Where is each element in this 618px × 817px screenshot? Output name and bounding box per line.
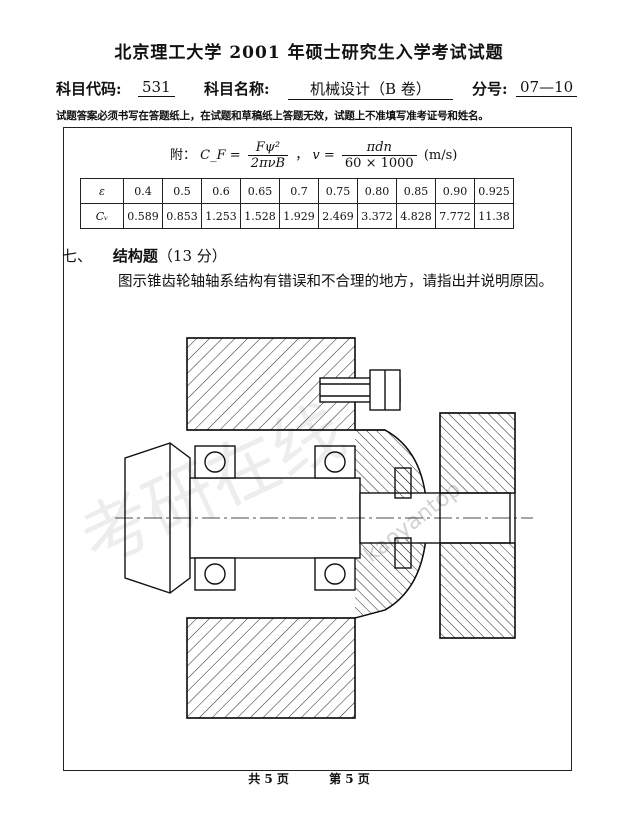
table-cell: 0.7 [279,178,319,204]
table-cell: 0.80 [357,178,397,204]
v-unit: (m/s) [423,148,458,163]
table-cell: 1.929 [279,203,319,229]
question-score: （13 分） [157,247,227,265]
left-bearing-top [194,445,236,479]
exam-notice: 试题答案必须书写在答题纸上，在试题和草稿纸上答题无效，试题上不准填写准考证号和姓… [56,110,489,122]
table-cell: 0.6 [201,178,241,204]
question-7-text: 图示锥齿轮轴轴系结构有错误和不合理的地方，请指出并说明原因。 [118,274,553,290]
exam-title: 北京理工大学 2001 年硕士研究生入学考试试题 [114,43,504,63]
score-label: 分号: [472,80,508,98]
table-cell: 0.85 [396,178,436,204]
v-fraction: πdn 60 × 1000 [341,140,417,171]
question-7-heading: 七、 结构题（13 分） [62,245,227,266]
page-footer: 共 5 页 第 5 页 [0,770,618,787]
cv-table: ε 0.4 0.5 0.6 0.65 0.7 0.75 0.80 0.85 0.… [80,178,514,229]
table-cell: 4.828 [396,203,436,229]
score-value: 07—10 [516,78,578,97]
subject-name-value: 机械设计（B 卷） [288,78,453,100]
table-cell: 0.589 [123,203,163,229]
question-title: 结构题 [112,247,158,265]
cf-denominator: 2πνB [250,156,286,171]
table-header-epsilon: ε [80,178,124,204]
bevel-gear-shaft-drawing [115,337,533,719]
table-cell: 0.5 [162,178,202,204]
cf-numerator: Fψ² [247,140,289,156]
table-cell: 0.925 [474,178,514,204]
formula-line: 附： C_F = Fψ² 2πνB ， v = πdn 60 × 1000 (m… [170,140,457,171]
table-cell: 0.853 [162,203,202,229]
formula-separator: ， [295,148,309,163]
table-cell: 1.253 [201,203,241,229]
v-denominator: 60 × 1000 [344,156,414,171]
v-numerator: πdn [341,140,417,156]
current-page: 第 5 页 [329,772,370,786]
subject-code-value: 531 [138,78,175,97]
subject-name-label: 科目名称: [204,80,270,98]
answer-frame [63,127,572,771]
table-cell: 0.4 [123,178,163,204]
table-cell: 0.90 [435,178,475,204]
question-number: 七、 [62,247,93,265]
table-cell: 3.372 [357,203,397,229]
table-cell: 7.772 [435,203,475,229]
table-cell: 0.75 [318,178,358,204]
formula-prefix: 附： [170,148,197,163]
cf-lhs: C_F = [200,148,241,163]
table-cell: 1.528 [240,203,280,229]
v-lhs: v = [312,148,335,163]
table-row-epsilon: ε 0.4 0.5 0.6 0.65 0.7 0.75 0.80 0.85 0.… [80,178,514,204]
table-cell: 0.65 [240,178,280,204]
cf-fraction: Fψ² 2πνB [247,140,289,171]
table-cell: 2.469 [318,203,358,229]
table-cell: 11.38 [474,203,514,229]
table-row-cv: Cᵥ 0.589 0.853 1.253 1.528 1.929 2.469 3… [80,203,514,229]
table-header-cv: Cᵥ [80,203,124,229]
total-pages: 共 5 页 [248,772,289,786]
subject-code-label: 科目代码: [56,80,122,98]
